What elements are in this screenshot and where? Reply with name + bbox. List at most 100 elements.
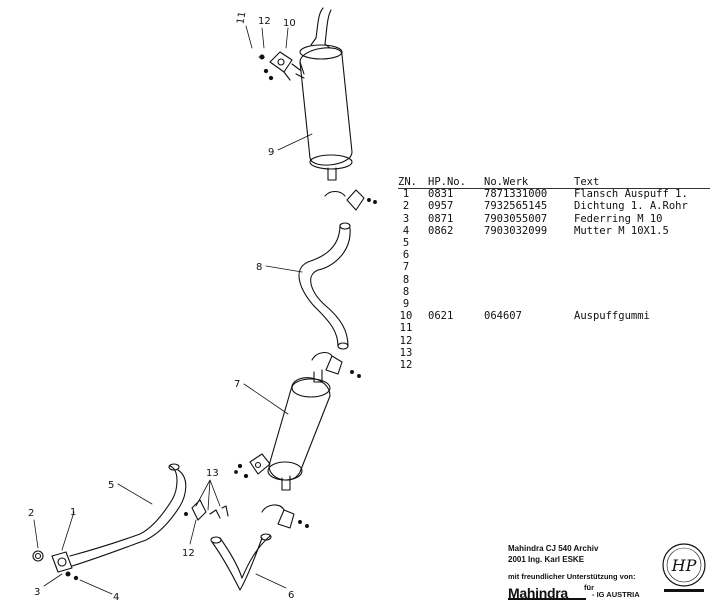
clamp-middle [311,351,361,378]
parts-no-werk [484,274,574,286]
parts-zn: 10 [399,310,413,323]
parts-text [574,347,710,359]
parts-zn: 8 [402,285,410,298]
callout-4: 4 [113,592,119,600]
table-row: 12 [398,359,710,371]
parts-no-werk: 7871331000 [484,188,548,201]
parts-zn: 2 [402,200,410,213]
parts-text [574,286,710,298]
table-row: 5 [398,237,710,249]
callout-10: 10 [283,18,296,29]
credits-author: 2001 Ing. Karl ESKE [508,555,585,564]
parts-zn: 5 [402,237,410,250]
callout-12-top: 12 [258,16,271,27]
part-5-front-pipe [69,463,187,567]
table-row: 7 [398,261,710,273]
column-header-no-werk: No.Werk [484,176,529,188]
parts-no-werk [484,359,574,371]
table-row: 6 [398,249,710,261]
ig-austria-label: - IG AUSTRIA [592,590,640,599]
part-7-front-muffler [267,369,331,491]
parts-hp-no [428,286,484,298]
parts-zn: 1 [402,188,410,201]
parts-zn: 4 [402,224,410,237]
parts-zn: 8 [402,273,410,286]
column-header-text: Text [574,176,600,188]
brand-row: Mahindra - IG AUSTRIA [508,585,708,602]
parts-zn: 3 [402,212,410,225]
table-header-rule [398,188,710,189]
brand-underline [508,598,586,600]
parts-hp-no [428,249,484,261]
parts-zn: 11 [399,322,413,335]
clamp-upper [324,189,377,211]
parts-no-werk: 064607 [484,310,522,323]
parts-text [574,322,710,334]
callout-labels: 11 12 10 9 8 7 5 1 2 3 4 13 12 6 [28,11,296,600]
part-6-tail-pipe [210,533,272,591]
parts-text: Mutter M 10X1.5 [574,224,669,237]
parts-hp-no: 0621 [428,310,454,323]
parts-no-werk: 7903032099 [484,224,548,237]
clamp-lower [261,504,309,529]
parts-text: Federring M 10 [574,212,663,225]
callout-12-bottom: 12 [182,548,195,559]
callout-7: 7 [234,379,240,390]
column-header-zn: ZN. [398,176,417,188]
part-1-flange [51,551,73,573]
part-11-12-small-hardware-top [258,54,274,81]
parts-no-werk [484,237,574,249]
parts-no-werk [484,286,574,298]
part-10-rubber-mount-top [269,51,293,81]
seal-initials: HP [671,556,697,575]
parts-no-werk [484,261,574,273]
callout-5: 5 [108,480,114,491]
callout-2: 2 [28,508,34,519]
parts-hp-no: 0871 [428,212,454,225]
parts-text [574,249,710,261]
parts-hp-no [428,347,484,359]
parts-text: Flansch Auspuff 1. [574,188,688,201]
parts-no-werk [484,347,574,359]
parts-table-header: ZN. HP.No. No.Werk Text [398,176,710,188]
table-row: 9 [398,298,710,310]
column-header-hp-no: HP.No. [428,176,466,188]
parts-hp-no: 0831 [428,188,454,201]
parts-hp-no [428,274,484,286]
table-row: 8 [398,274,710,286]
callout-11: 11 [235,11,248,25]
parts-zn: 12 [399,334,413,347]
credits-archive: Mahindra CJ 540 Archiv [508,544,599,553]
parts-hp-no [428,237,484,249]
parts-hp-no [428,322,484,334]
parts-zn: 12 [399,359,413,372]
parts-text [574,274,710,286]
callout-13: 13 [206,468,219,479]
credits-fuer: für [584,583,594,592]
callout-3: 3 [34,587,40,598]
parts-zn: 9 [402,298,410,311]
parts-zn: 13 [399,346,413,359]
parts-no-werk [484,335,574,347]
leader-lines [33,25,313,595]
callout-9: 9 [268,147,274,158]
part-3-4-nut-washer [65,571,79,581]
part-8-intermediate-pipe [298,222,351,350]
parts-no-werk [484,249,574,261]
table-row: 13 [398,347,710,359]
parts-text [574,335,710,347]
parts-text: Auspuffgummi [574,310,650,323]
table-row: 8 [398,286,710,298]
parts-zn: 6 [402,249,410,262]
part-10-rubber-mount-lower [234,453,271,479]
parts-no-werk: 7932565145 [484,200,548,213]
part-2-gasket [32,550,44,562]
callout-8: 8 [256,262,262,273]
callout-6: 6 [288,590,294,600]
part-9-rear-muffler [291,7,353,181]
